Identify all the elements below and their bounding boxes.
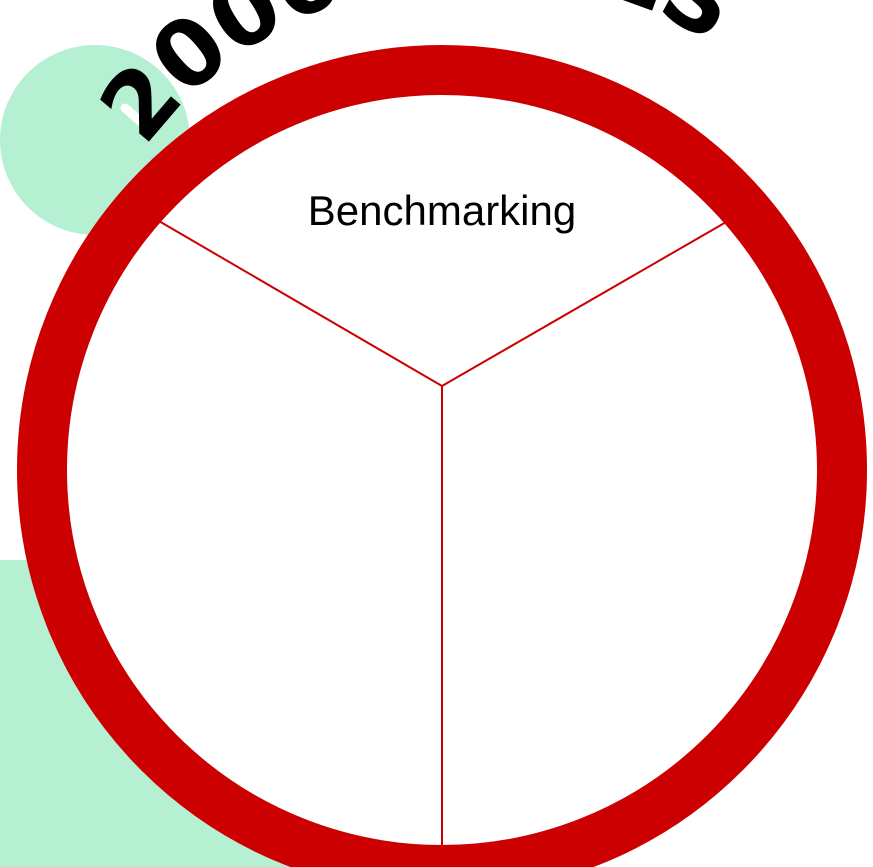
segment-label-top: Benchmarking — [308, 187, 576, 234]
